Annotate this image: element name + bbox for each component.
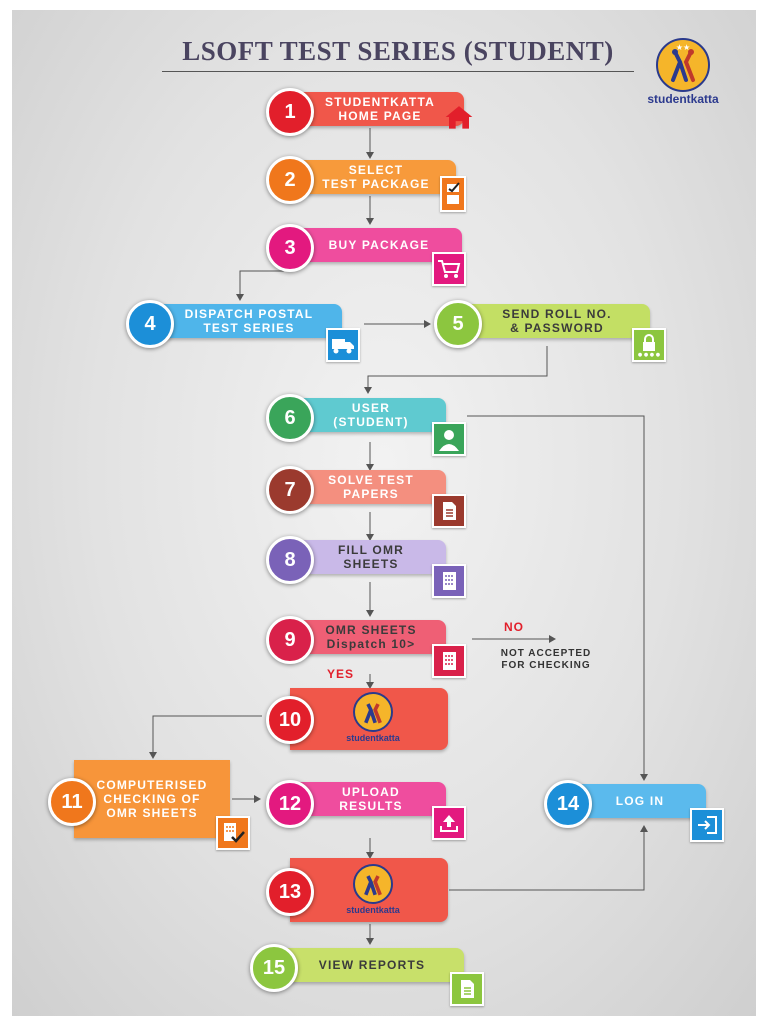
cart-icon xyxy=(432,252,466,286)
step-13-number: 13 xyxy=(266,868,314,916)
step-12-label: UPLOAD RESULTS xyxy=(296,782,446,816)
step-6-label: USER (STUDENT) xyxy=(296,398,446,432)
step-15-label: VIEW REPORTS xyxy=(280,948,464,982)
logo-text: studentkatta xyxy=(647,92,719,106)
step-2-label: SELECT TEST PACKAGE xyxy=(296,160,456,194)
upload-icon xyxy=(432,806,466,840)
decision-no-label: NO xyxy=(504,620,524,634)
step-3-label: BUY PACKAGE xyxy=(296,228,462,262)
logo-emblem: ★★ xyxy=(656,38,710,92)
step-11-label: COMPUTERISED CHECKING OF OMR SHEETS xyxy=(74,760,230,838)
logo-emblem xyxy=(353,692,393,732)
step-9-number: 9 xyxy=(266,616,314,664)
page-title: LSOFT TEST SERIES (STUDENT) xyxy=(182,36,614,66)
omr-sheet-icon xyxy=(432,644,466,678)
step-10-number: 10 xyxy=(266,696,314,744)
step-7-number: 7 xyxy=(266,466,314,514)
step-1-number: 1 xyxy=(266,88,314,136)
svg-text:★★: ★★ xyxy=(676,43,690,52)
omr-check-icon xyxy=(216,816,250,850)
home-icon xyxy=(444,102,474,132)
step-14-number: 14 xyxy=(544,780,592,828)
step-1-label: STUDENTKATTA HOME PAGE xyxy=(296,92,464,126)
truck-icon xyxy=(326,328,360,362)
step-5-number: 5 xyxy=(434,300,482,348)
step-9-label: OMR SHEETS Dispatch 10> xyxy=(296,620,446,654)
step-7-label: SOLVE TEST PAPERS xyxy=(296,470,446,504)
brand-logo: ★★ studentkatta xyxy=(628,38,738,118)
step-3-number: 3 xyxy=(266,224,314,272)
step-10-logo: studentkatta xyxy=(328,692,418,748)
step-6-number: 6 xyxy=(266,394,314,442)
checklist-icon xyxy=(440,176,466,212)
flowchart-page: LSOFT TEST SERIES (STUDENT) ★★ studentka… xyxy=(12,10,756,1016)
omr-sheet-icon xyxy=(432,564,466,598)
login-icon xyxy=(690,808,724,842)
step-8-number: 8 xyxy=(266,536,314,584)
connector-lines xyxy=(149,128,648,945)
report-icon xyxy=(450,972,484,1006)
svg-text:● ● ● ●: ● ● ● ● xyxy=(638,352,660,357)
step-4-label: DISPATCH POSTAL TEST SERIES xyxy=(156,304,342,338)
step-15-number: 15 xyxy=(250,944,298,992)
step-8-label: FILL OMR SHEETS xyxy=(296,540,446,574)
logo-text: studentkatta xyxy=(346,905,400,915)
step-12-number: 12 xyxy=(266,780,314,828)
logo-emblem xyxy=(353,864,393,904)
lock-icon: ● ● ● ● xyxy=(632,328,666,362)
step-14-label: LOG IN xyxy=(574,784,706,818)
document-icon xyxy=(432,494,466,528)
step-13-logo: studentkatta xyxy=(328,864,418,920)
logo-text: studentkatta xyxy=(346,733,400,743)
title-underline xyxy=(162,71,634,72)
step-11-number: 11 xyxy=(48,778,96,826)
decision-yes-label: YES xyxy=(327,667,355,681)
step-5-label: SEND ROLL NO. & PASSWORD xyxy=(464,304,650,338)
step-4-number: 4 xyxy=(126,300,174,348)
not-accepted-label: NOT ACCEPTED FOR CHECKING xyxy=(500,648,592,671)
step-2-number: 2 xyxy=(266,156,314,204)
user-icon xyxy=(432,422,466,456)
